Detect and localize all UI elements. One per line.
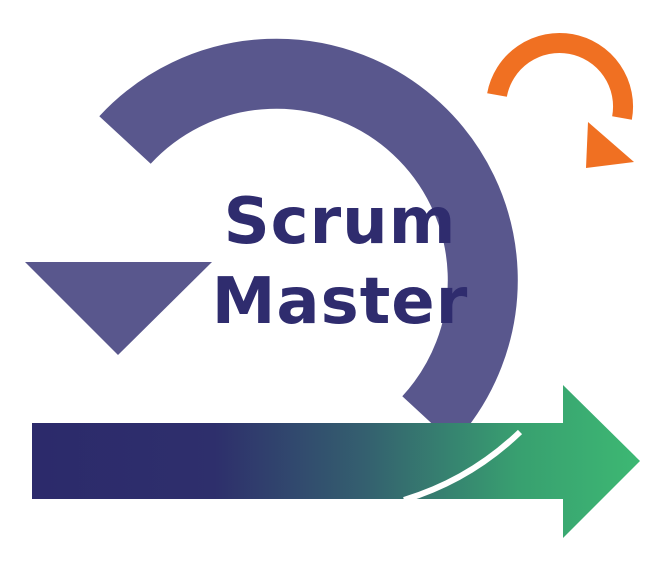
forward-arrow-icon (32, 385, 640, 538)
logo-title-line-2: Master (211, 265, 469, 339)
arrow-overlap-divider (403, 429, 523, 503)
small-cycle-arrow-icon (487, 32, 634, 168)
logo-title-line-1: Scrum (223, 185, 457, 259)
large-cycle-arrow-icon (25, 38, 518, 444)
